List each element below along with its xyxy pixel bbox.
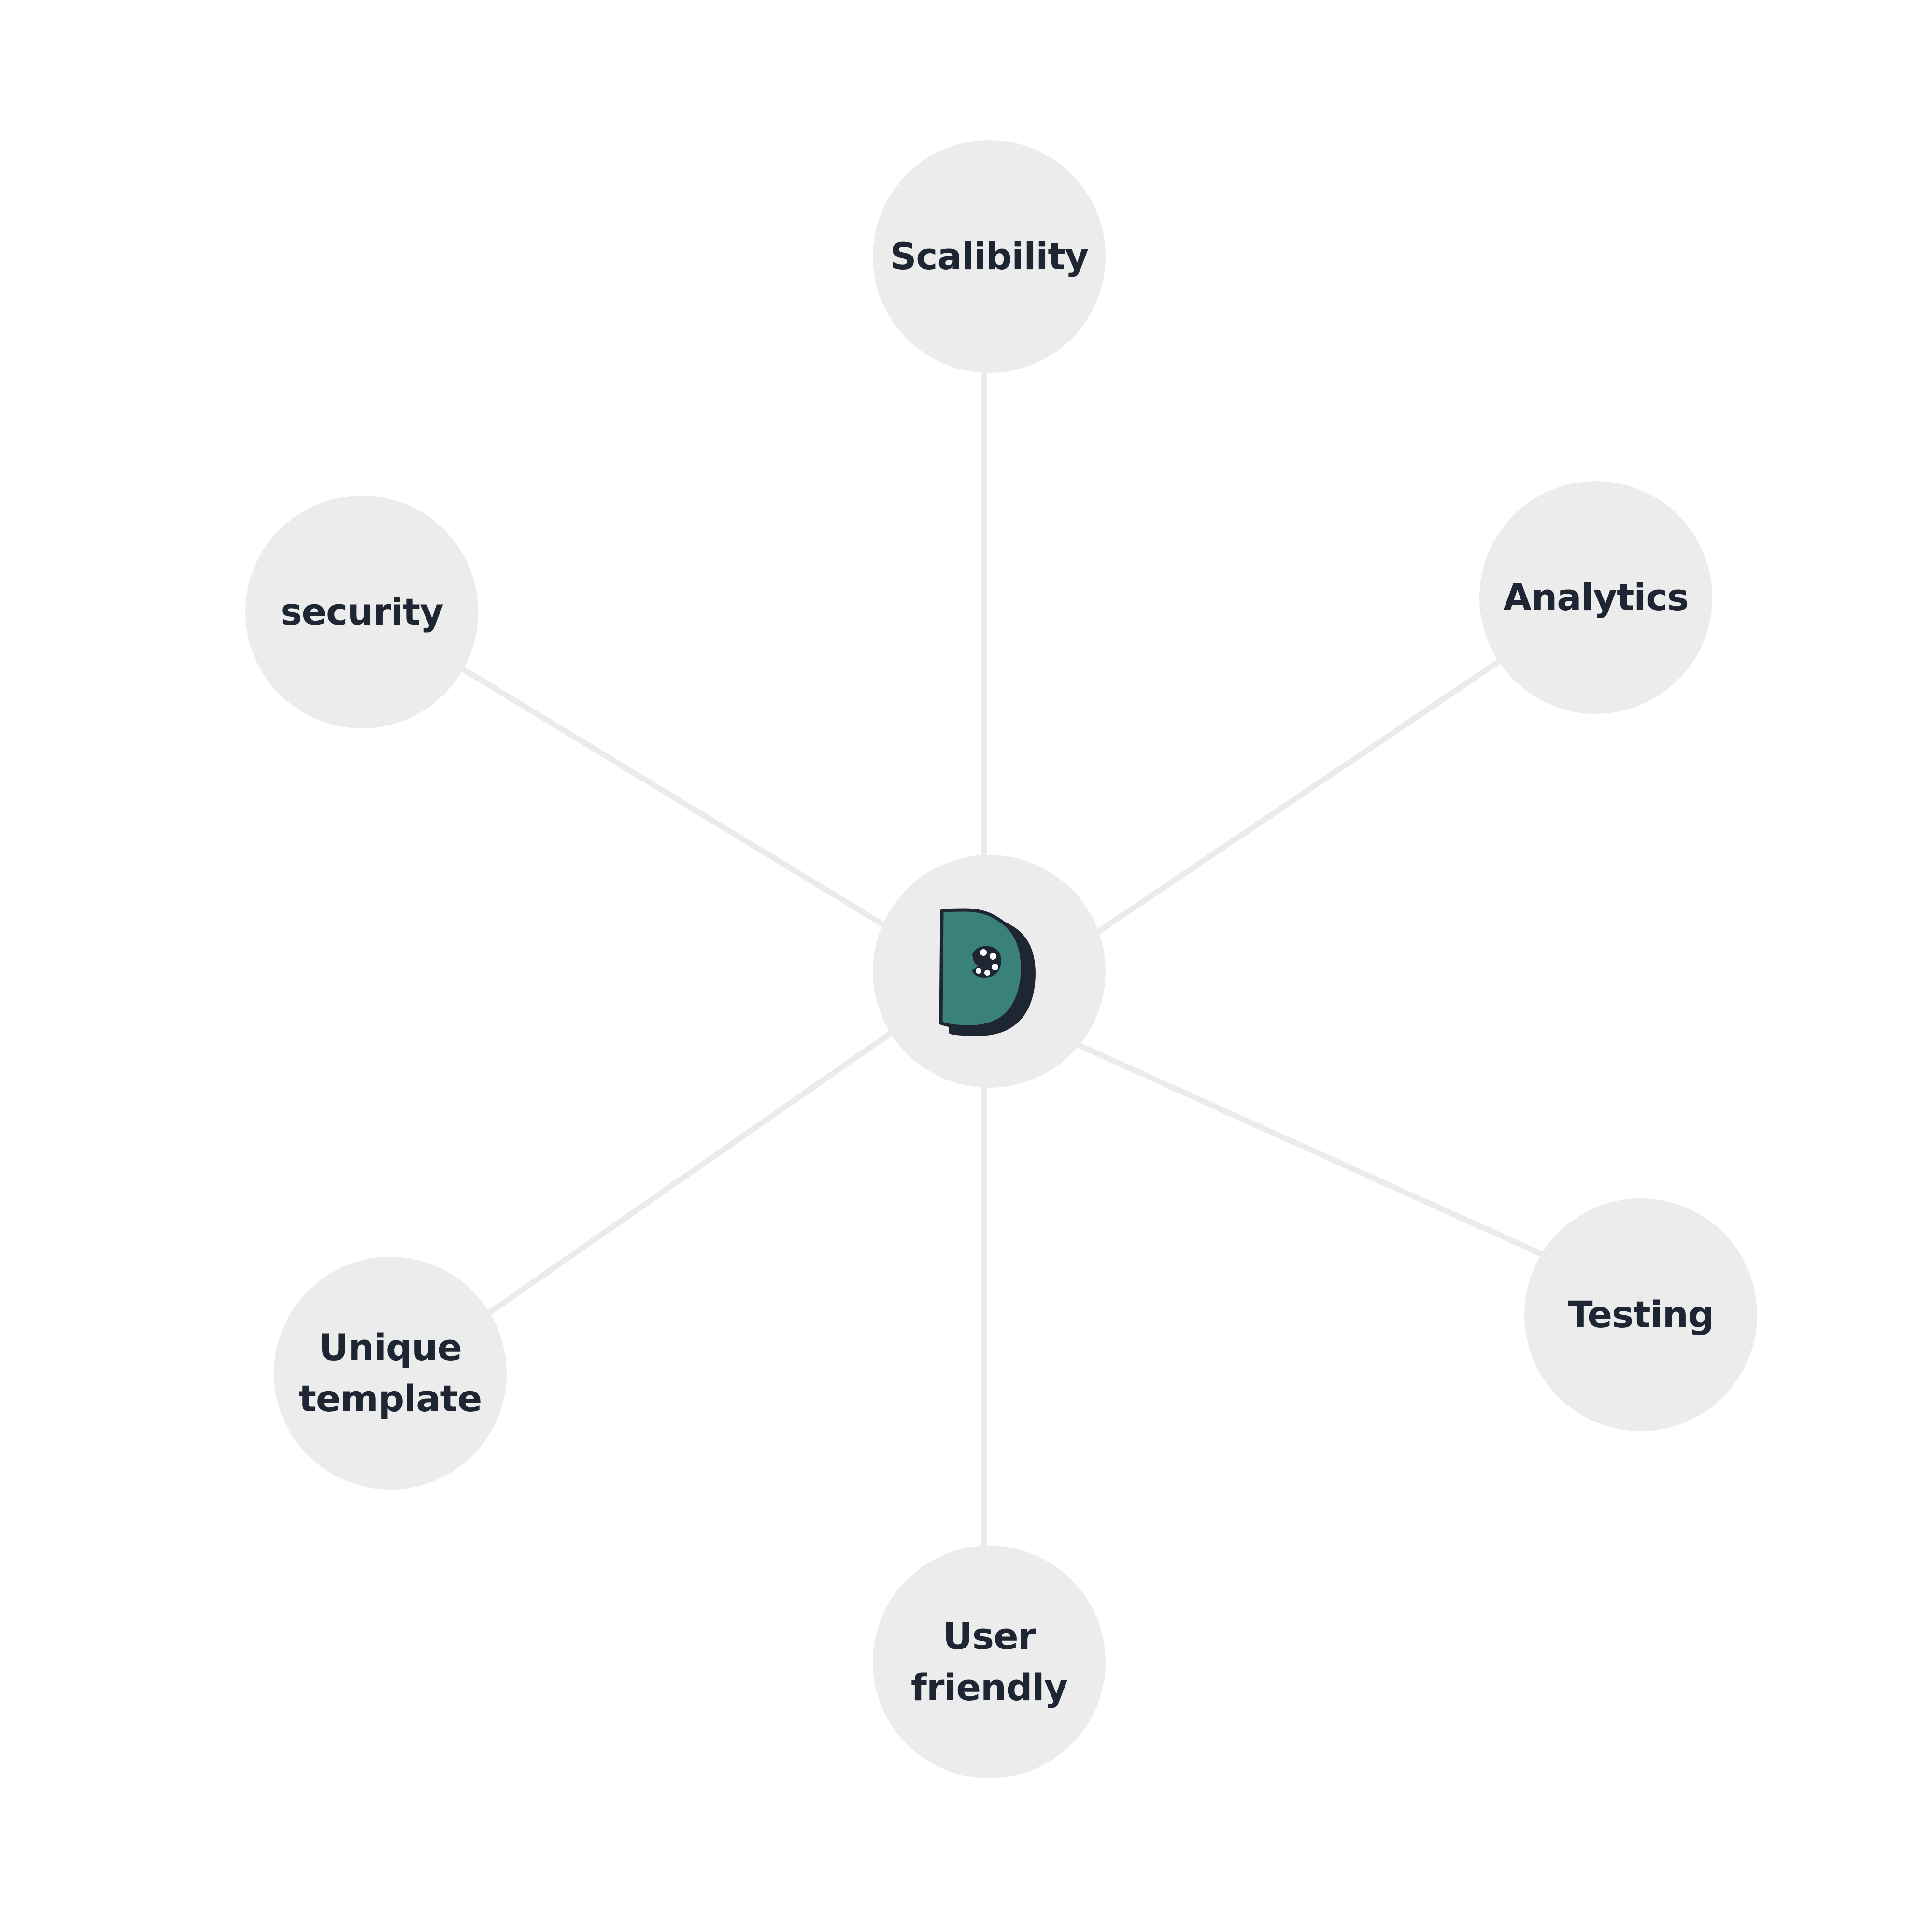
node-security-label: security <box>280 590 443 633</box>
connector-unique-template <box>486 1029 895 1316</box>
node-user-friendly-label: User friendly <box>910 1615 1068 1709</box>
connector-security <box>457 664 886 928</box>
node-scalability[interactable]: Scalibility <box>873 140 1106 373</box>
connector-testing <box>1073 1040 1547 1259</box>
d-letter-palette-logo-icon <box>939 908 1036 1036</box>
node-testing[interactable]: Testing <box>1524 1198 1757 1431</box>
node-testing-label: Testing <box>1567 1293 1714 1336</box>
center-hub-node[interactable] <box>873 855 1106 1088</box>
node-analytics[interactable]: Analytics <box>1479 481 1712 714</box>
connector-analytics <box>1092 657 1504 937</box>
node-user-friendly[interactable]: User friendly <box>873 1546 1106 1778</box>
node-scalability-label: Scalibility <box>890 235 1089 278</box>
node-analytics-label: Analytics <box>1503 576 1689 619</box>
node-unique-template[interactable]: Unique template <box>274 1257 507 1490</box>
node-security[interactable]: security <box>245 496 478 728</box>
node-unique-template-label: Unique template <box>298 1326 483 1420</box>
